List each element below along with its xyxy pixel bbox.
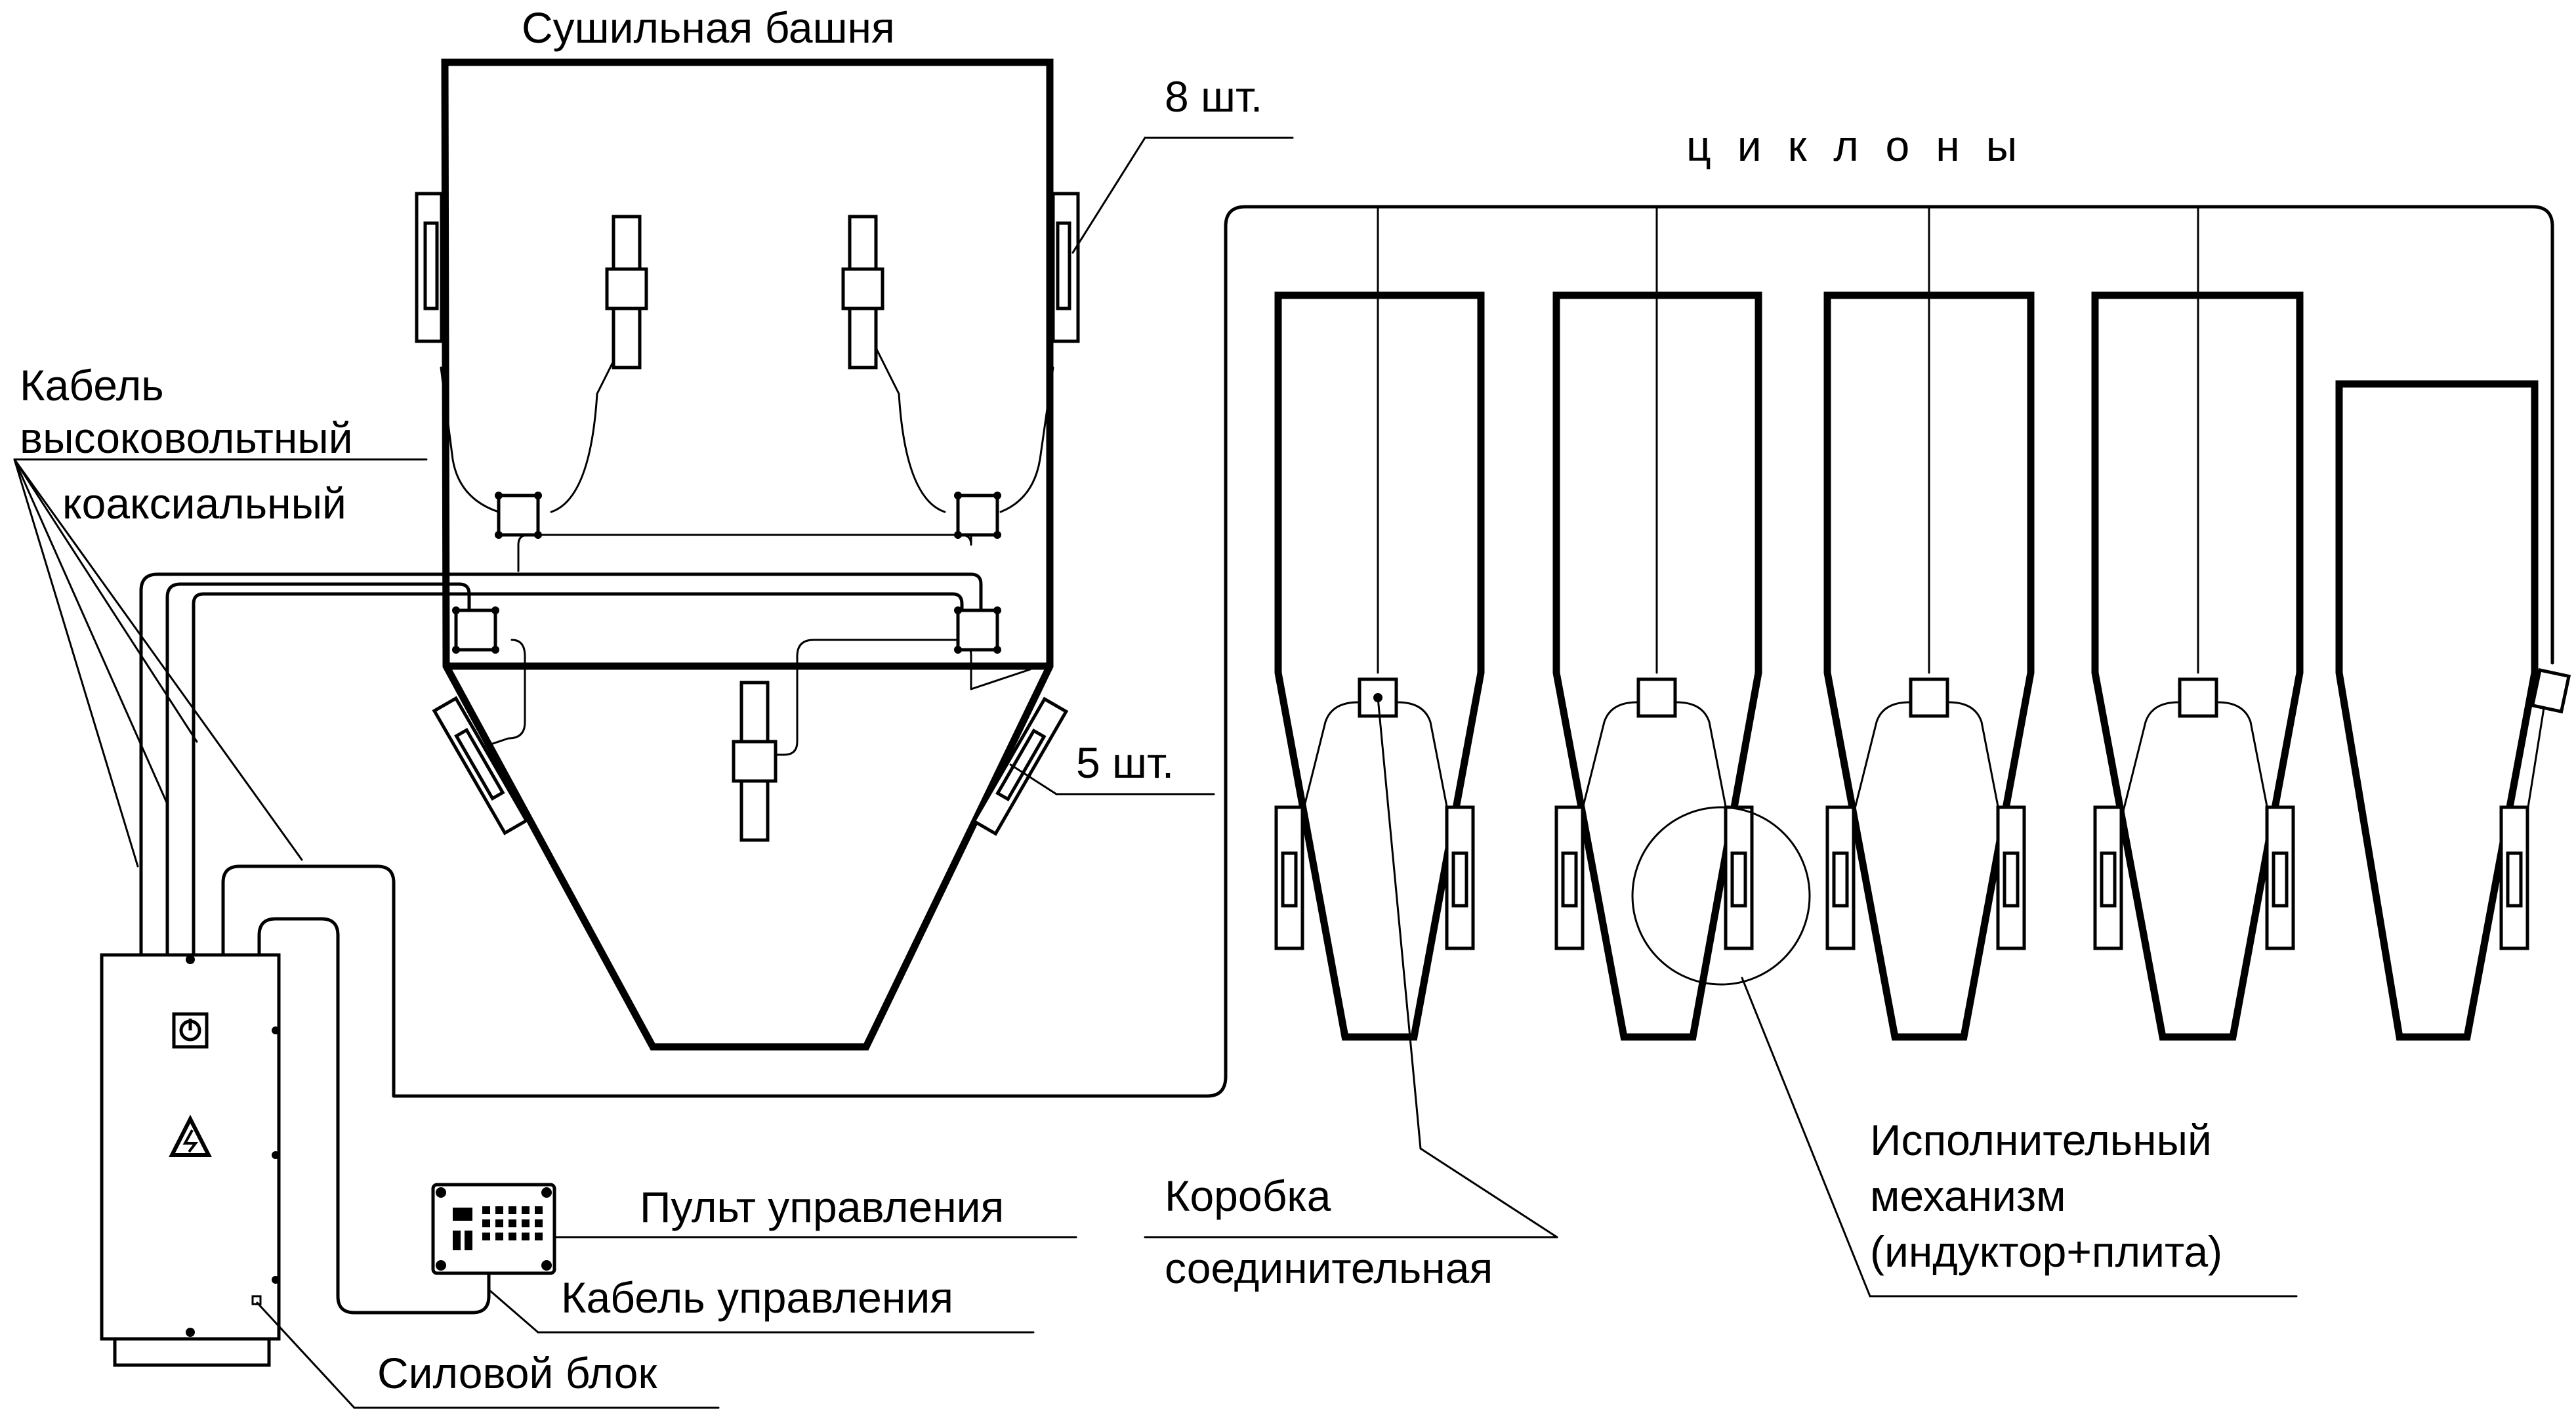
cyclones bbox=[1274, 291, 2539, 1041]
junction-box bbox=[1909, 677, 1949, 718]
leader-lines bbox=[13, 137, 2298, 1409]
actuator bbox=[605, 215, 648, 370]
high-voltage-warning-icon bbox=[169, 1114, 212, 1157]
detail-circle bbox=[1631, 806, 1811, 986]
power-unit bbox=[100, 953, 281, 1367]
junction-box bbox=[954, 606, 1001, 654]
tower-int-5 bbox=[440, 366, 500, 513]
actuator bbox=[1724, 805, 1754, 950]
drying-tower-label: Сушильная башня bbox=[522, 3, 895, 52]
cyc1-loop-l bbox=[1295, 701, 1360, 841]
junction-box bbox=[954, 492, 1001, 539]
cyc4-loop-l bbox=[2115, 701, 2180, 841]
cyc2-loop-l bbox=[1573, 701, 1638, 841]
cyclone-3 bbox=[1823, 291, 2035, 1041]
cable-hv-label-3: коаксиальный bbox=[62, 479, 346, 528]
cable-hv-label-2: высоковольтный bbox=[20, 413, 353, 462]
junction-box bbox=[495, 492, 542, 539]
actuator bbox=[1274, 805, 1304, 950]
tower-int-3 bbox=[760, 639, 959, 756]
cyc1-loop-r bbox=[1396, 701, 1455, 841]
cable-hv-label-1: Кабель bbox=[20, 361, 164, 410]
cyc4-loop-r bbox=[2216, 701, 2275, 841]
tower-cable-3 bbox=[192, 592, 964, 957]
tower-cable-4 bbox=[221, 864, 396, 1098]
junction-box bbox=[2178, 677, 2218, 718]
actuator-label-3: (индуктор+плита) bbox=[1870, 1227, 2222, 1276]
tower-cable-2 bbox=[165, 582, 471, 957]
actuator-label-1: Исполнительный bbox=[1870, 1116, 2212, 1164]
control-panel bbox=[431, 1183, 556, 1275]
tower-int-6 bbox=[550, 340, 625, 513]
junction-boxes bbox=[452, 492, 2571, 718]
drying-tower-body bbox=[441, 58, 1054, 1051]
power-switch-icon bbox=[172, 1012, 209, 1049]
cyclone-1 bbox=[1274, 291, 1485, 1041]
actuator bbox=[415, 192, 444, 343]
actuator bbox=[732, 681, 778, 842]
cyclone-4 bbox=[2091, 291, 2304, 1041]
power-unit-label: Силовой блок bbox=[377, 1349, 658, 1397]
actuator bbox=[1825, 805, 1856, 950]
actuator bbox=[1051, 192, 1080, 343]
cyclone-2 bbox=[1552, 291, 1762, 1041]
junction-box bbox=[1636, 677, 1677, 718]
actuator bbox=[971, 696, 1069, 836]
power-unit-base bbox=[113, 1337, 271, 1367]
actuator-label-2: механизм bbox=[1870, 1172, 2066, 1220]
cyclone-5 bbox=[2335, 380, 2539, 1041]
actuator bbox=[1996, 805, 2026, 950]
cyc3-loop-r bbox=[1947, 701, 2006, 841]
control-panel-label: Пульт управления bbox=[640, 1183, 1004, 1231]
actuators bbox=[415, 192, 2529, 950]
drying-tower bbox=[441, 58, 1054, 1051]
tower-int-4 bbox=[517, 511, 972, 572]
control-cable-label: Кабель управления bbox=[561, 1273, 953, 1322]
tower-int-7 bbox=[871, 340, 946, 513]
actuator bbox=[2265, 805, 2295, 950]
junction-box bbox=[452, 606, 499, 654]
count-5-label: 5 шт. bbox=[1076, 738, 1174, 787]
actuator bbox=[1445, 805, 1475, 950]
labels: Сушильная башня 8 шт. циклоны Кабель выс… bbox=[20, 3, 2222, 1397]
cyc3-loop-l bbox=[1846, 701, 1911, 841]
actuator bbox=[2093, 805, 2123, 950]
cyclones-label: циклоны bbox=[1686, 121, 2043, 170]
cyclone-trunk-cable bbox=[392, 205, 2554, 1098]
actuator bbox=[2499, 805, 2529, 950]
actuator bbox=[432, 696, 529, 835]
hv-cables bbox=[139, 205, 2554, 1315]
actuator bbox=[841, 215, 884, 370]
count-8-label: 8 шт. bbox=[1165, 72, 1262, 121]
junction-box-label-1: Коробка bbox=[1165, 1172, 1331, 1220]
tower-int-1 bbox=[478, 639, 526, 750]
tower-cable-1 bbox=[139, 572, 983, 957]
control-cable-line bbox=[257, 917, 491, 1315]
junction-box bbox=[2530, 668, 2571, 714]
tower-int-8 bbox=[999, 366, 1054, 513]
cyc2-loop-r bbox=[1675, 701, 1734, 841]
junction-box-label-2: соединительная bbox=[1165, 1244, 1493, 1292]
actuator bbox=[1554, 805, 1585, 950]
